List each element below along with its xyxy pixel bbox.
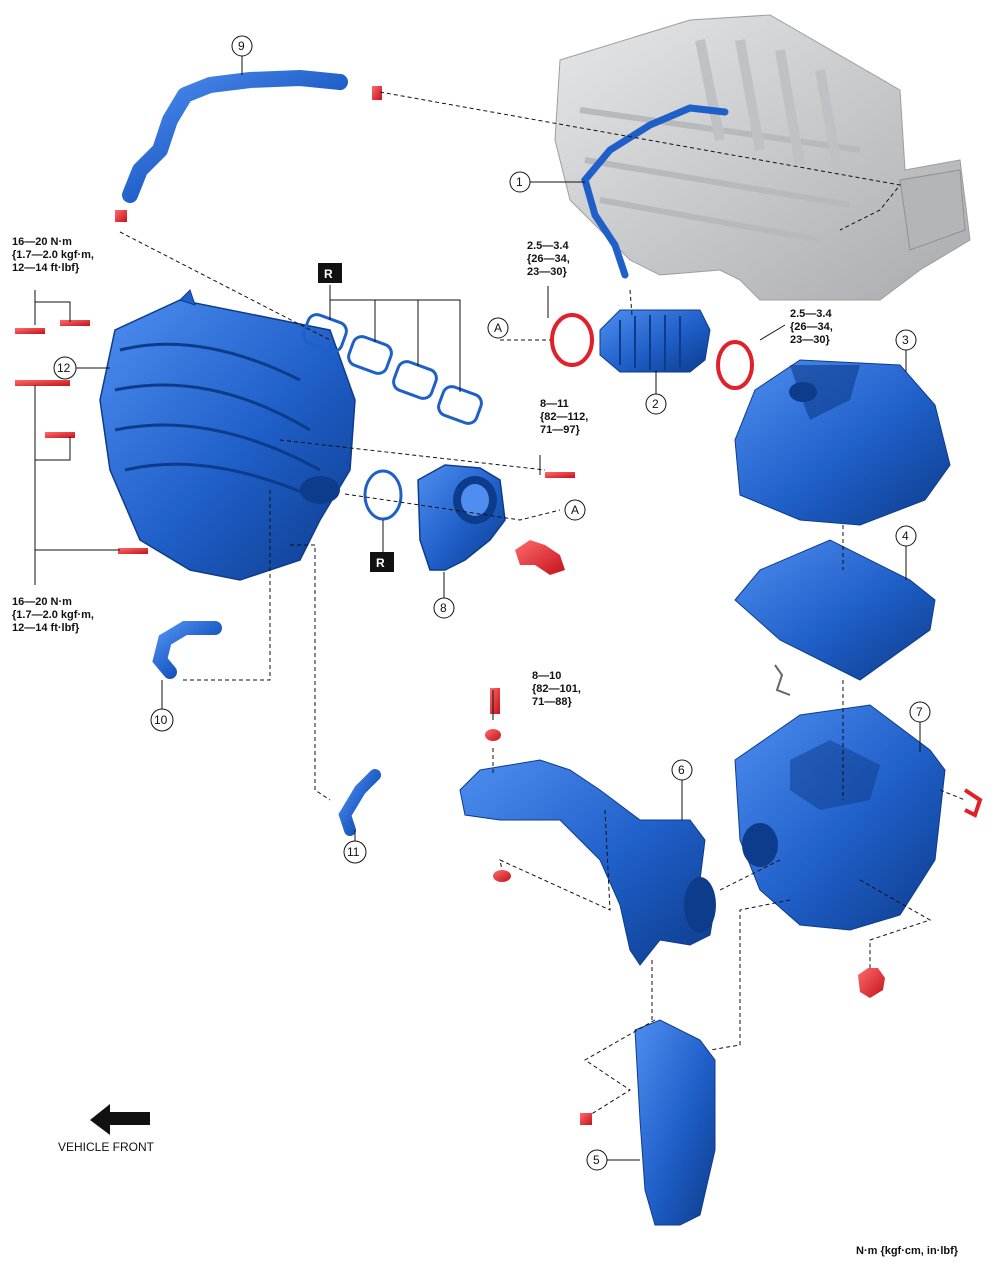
- svg-text:R: R: [376, 556, 385, 570]
- svg-text:2: 2: [652, 397, 659, 411]
- bolt-4: [45, 432, 75, 438]
- svg-text:8: 8: [440, 601, 447, 615]
- part-5-fresh-air-duct: [634, 1019, 716, 1226]
- resonator-clip-lower: [493, 870, 511, 882]
- callout-5: 5: [586, 1149, 640, 1171]
- gasket-3: [392, 360, 438, 400]
- part-8-throttle-body: [417, 464, 506, 571]
- part-2-air-hose: [599, 309, 711, 373]
- ref-marker-a-top: A: [487, 317, 509, 339]
- svg-text:3: 3: [902, 333, 909, 347]
- resonator-bolt: [490, 688, 500, 714]
- torque-label-manifold-lower: 16—20 N·m {1.7—2.0 kgf·m, 12—14 ft·lbf}: [12, 596, 94, 634]
- svg-text:10: 10: [154, 713, 168, 727]
- gasket-2: [347, 335, 393, 375]
- part-9-hose: [122, 70, 348, 203]
- gasket-4: [437, 385, 483, 425]
- bolt-5: [118, 548, 148, 554]
- bolt-2: [60, 320, 90, 326]
- svg-text:12: 12: [57, 361, 71, 375]
- callout-4: 4: [895, 525, 917, 580]
- callout-12: 12: [53, 356, 110, 380]
- callout-1: 1: [509, 171, 585, 193]
- bolt-1: [15, 328, 45, 334]
- torque-leader-lower: [34, 385, 120, 585]
- svg-text:A: A: [571, 503, 579, 517]
- part-7-air-cleaner-lower: [734, 704, 946, 931]
- clamp-left: [550, 313, 594, 367]
- replace-marker-bottom: R: [370, 552, 394, 572]
- throttle-o-ring: [363, 469, 403, 521]
- filter-seal-clip: [774, 664, 791, 696]
- callout-10: 10: [150, 680, 174, 732]
- engine-block: [554, 14, 971, 301]
- ref-marker-a-throttle: A: [564, 499, 586, 521]
- manifold-bolts: [15, 320, 148, 554]
- part-4-air-filter: [734, 539, 936, 681]
- svg-text:5: 5: [593, 1153, 600, 1167]
- svg-text:6: 6: [678, 763, 685, 777]
- part-9-clip-left: [115, 210, 127, 222]
- part-11-hose: [338, 769, 381, 836]
- callout-8: 8: [433, 572, 455, 619]
- callout-6: 6: [671, 759, 693, 820]
- svg-text:11: 11: [347, 845, 360, 859]
- part-3-air-cleaner-upper: [734, 359, 951, 526]
- callout-9: 9: [231, 35, 253, 75]
- torque-leader-upper: [34, 290, 71, 325]
- callout-3: 3: [895, 329, 917, 372]
- svg-text:7: 7: [916, 705, 923, 719]
- callout-11: 11: [343, 830, 367, 864]
- part-12-intake-manifold: [99, 289, 356, 581]
- throttle-bolt: [545, 472, 575, 478]
- torque-label-throttle-bolt: 8—11 {82—112, 71—97}: [540, 398, 589, 436]
- part-1-breather-hose: [581, 104, 729, 279]
- part-9-clip-right: [372, 86, 382, 100]
- torque-label-clamp-right: 2.5—3.4 {26—34, 23—30}: [790, 308, 833, 346]
- svg-text:9: 9: [238, 39, 245, 53]
- callout-7: 7: [909, 701, 931, 752]
- mount-rubber: [858, 968, 885, 998]
- duct-clip: [580, 1113, 592, 1125]
- torque-label-clamp-left: 2.5—3.4 {26—34, 23—30}: [527, 240, 570, 278]
- svg-text:1: 1: [516, 175, 523, 189]
- bracket-clip-right: [963, 788, 983, 818]
- part-10-hose: [152, 621, 222, 679]
- svg-text:4: 4: [902, 529, 909, 543]
- torque-label-resonator-bolt: 8—10 {82—101, 71—88}: [532, 670, 581, 708]
- replace-marker-top: R: [318, 263, 342, 283]
- vehicle-front-label: VEHICLE FRONT: [58, 1140, 155, 1154]
- callout-2: 2: [645, 370, 667, 415]
- clamp-right: [716, 340, 754, 390]
- torque-label-manifold-upper: 16—20 N·m {1.7—2.0 kgf·m, 12—14 ft·lbf}: [12, 236, 94, 274]
- part-6-resonator-duct: [459, 759, 716, 966]
- resonator-grommet: [485, 729, 501, 741]
- dashed-leader-lines: [119, 91, 966, 1116]
- throttle-connector: [515, 540, 565, 575]
- units-note: N·m {kgf·cm, in·lbf}: [856, 1245, 959, 1257]
- gasket-leader: [329, 285, 461, 392]
- svg-text:A: A: [494, 321, 502, 335]
- vehicle-front-arrow: [90, 1104, 150, 1135]
- bolt-3: [15, 380, 70, 386]
- svg-text:R: R: [324, 267, 333, 281]
